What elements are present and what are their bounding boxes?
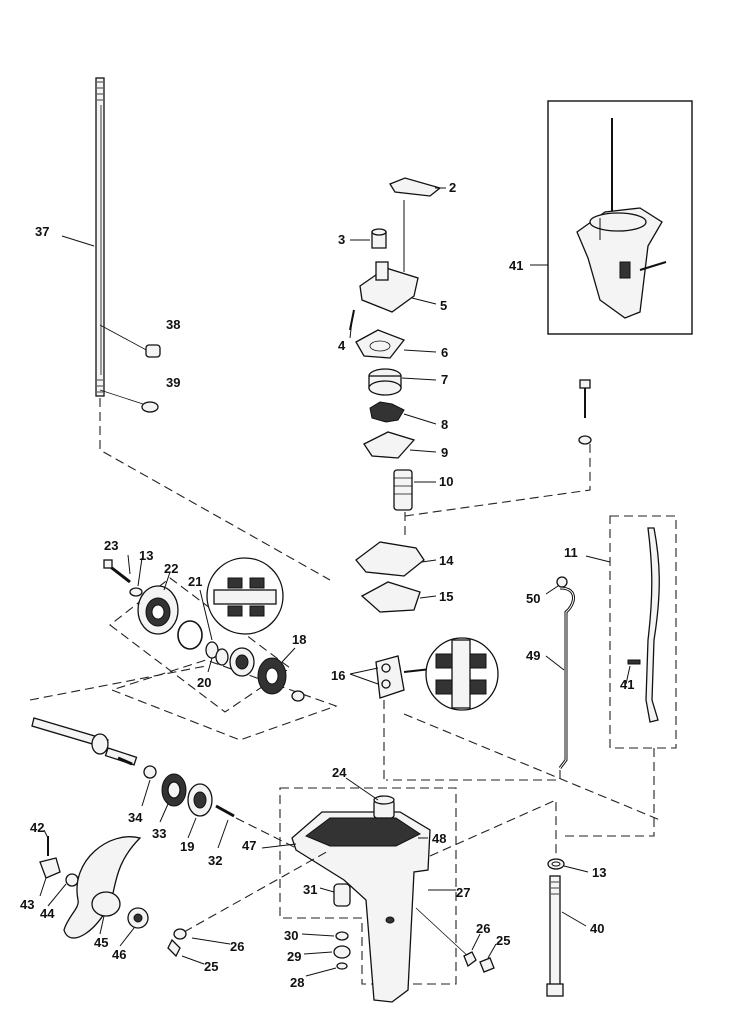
- label-26-left: 26: [230, 939, 244, 954]
- gearcase-housing: [279, 787, 457, 1003]
- label-26-right: 26: [476, 921, 490, 936]
- gasket-6: [355, 329, 406, 359]
- pinion-gear-18: [257, 657, 287, 695]
- label-34: 34: [128, 810, 143, 825]
- shift-handle-11: [627, 527, 660, 723]
- label-7: 7: [441, 372, 448, 387]
- part-number-labels: 2 3 4 5 6 7 8 9 10 11 13 13 14 15 16 18 …: [20, 180, 634, 990]
- detail-circle-shift: [425, 637, 499, 711]
- label-38: 38: [166, 317, 180, 332]
- bolt-23: [103, 559, 131, 584]
- label-41-handle: 41: [620, 677, 634, 692]
- grommet-50: [556, 576, 568, 588]
- propeller-group: [39, 836, 149, 939]
- label-8: 8: [441, 417, 448, 432]
- label-45: 45: [94, 935, 108, 950]
- label-5: 5: [440, 298, 447, 313]
- label-37: 37: [35, 224, 49, 239]
- label-47: 47: [242, 838, 256, 853]
- pump-housing-5: [359, 267, 419, 313]
- label-40: 40: [590, 921, 604, 936]
- pin-38: [145, 344, 161, 358]
- washer-13-top: [129, 587, 143, 597]
- clutch-and-gears: [143, 765, 235, 818]
- label-3: 3: [338, 232, 345, 247]
- label-31: 31: [303, 882, 317, 897]
- label-19: 19: [180, 839, 194, 854]
- label-33: 33: [152, 826, 166, 841]
- label-41-inset: 41: [509, 258, 523, 273]
- label-14: 14: [439, 553, 454, 568]
- label-28: 28: [290, 975, 304, 990]
- label-13-top: 13: [139, 548, 153, 563]
- washer-39: [141, 401, 159, 413]
- gear-case-left-group: [103, 559, 338, 741]
- label-4: 4: [338, 338, 346, 353]
- label-15: 15: [439, 589, 453, 604]
- label-16: 16: [331, 668, 345, 683]
- label-20: 20: [197, 675, 211, 690]
- label-42: 42: [30, 820, 44, 835]
- label-18: 18: [292, 632, 306, 647]
- label-44: 44: [40, 906, 55, 921]
- label-21: 21: [188, 574, 202, 589]
- plug-31: [333, 883, 351, 907]
- lower-unit-assembly-41: [576, 118, 667, 319]
- base-14: [355, 541, 425, 577]
- stud-40: [546, 858, 565, 997]
- label-25-left: 25: [204, 959, 218, 974]
- label-50: 50: [526, 591, 540, 606]
- label-27: 27: [456, 885, 470, 900]
- label-43: 43: [20, 897, 34, 912]
- key-8: [369, 401, 405, 423]
- washer-44: [65, 873, 79, 887]
- label-24: 24: [332, 765, 347, 780]
- water-pump-parts: [349, 177, 591, 613]
- nut-43: [39, 857, 61, 879]
- shift-rod-49: [556, 576, 575, 769]
- label-23: 23: [104, 538, 118, 553]
- label-48: 48: [432, 831, 446, 846]
- label-32: 32: [208, 853, 222, 868]
- plate-2: [389, 177, 442, 197]
- label-6: 6: [441, 345, 448, 360]
- label-13-bottom: 13: [592, 865, 606, 880]
- label-2: 2: [449, 180, 456, 195]
- label-25-right: 25: [496, 933, 510, 948]
- propeller-shaft: [29, 665, 207, 766]
- label-22: 22: [164, 561, 178, 576]
- tube-10: [393, 469, 413, 511]
- label-39: 39: [166, 375, 180, 390]
- small-hardware: [167, 928, 495, 973]
- detail-circle-bearing: [206, 557, 284, 635]
- gasket-15: [360, 581, 421, 613]
- label-9: 9: [441, 445, 448, 460]
- plate-9: [363, 431, 416, 459]
- label-11: 11: [564, 545, 578, 560]
- drive-shaft: [95, 77, 105, 397]
- label-10: 10: [439, 474, 453, 489]
- label-29: 29: [287, 949, 301, 964]
- label-30: 30: [284, 928, 298, 943]
- bearing-carrier-22: [137, 585, 179, 635]
- label-46: 46: [112, 947, 126, 962]
- inset-frame: [547, 100, 693, 335]
- o-ring: [177, 620, 203, 650]
- label-49: 49: [526, 648, 540, 663]
- bolt-top-right: [578, 379, 592, 445]
